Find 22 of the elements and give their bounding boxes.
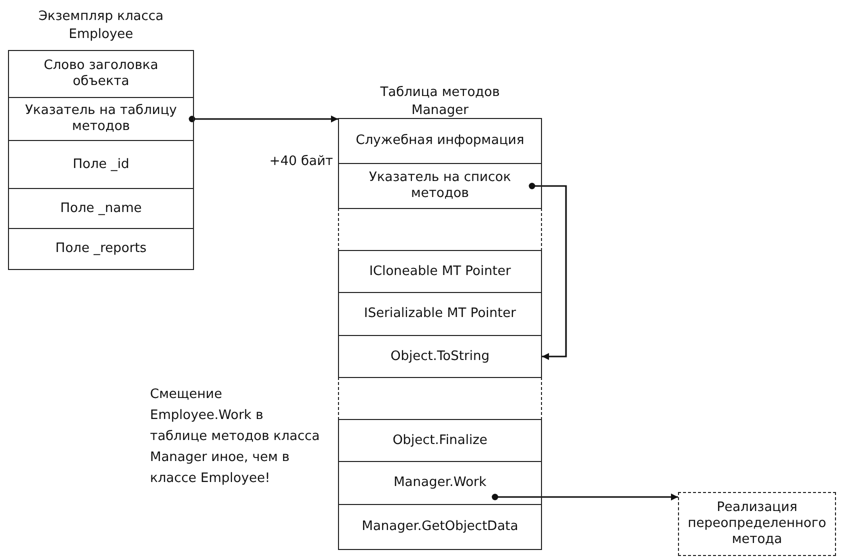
arrow [188, 116, 338, 122]
memory-slot: Указатель на таблицу методов [8, 97, 194, 141]
memory-slot: Object.Finalize [338, 419, 542, 462]
table-title: Таблица методов Manager [379, 84, 501, 120]
memory-slot: ICloneable MT Pointer [338, 250, 542, 293]
arrow [528, 182, 567, 360]
empty-slot [338, 377, 542, 420]
memory-slot: Manager.GetObjectData [338, 504, 542, 550]
memory-slot: Manager.Work [338, 461, 542, 505]
memory-slot: Object.ToString [338, 335, 542, 378]
note-text: Смещение Employee.Work в таблице методов класса Manager иное, чем в классе Employee! [150, 386, 320, 488]
arrow [492, 494, 678, 500]
method-implementation-box: Реализация переопределенного метода [678, 492, 836, 556]
memory-slot: Слово заголовка объекта [8, 50, 194, 98]
memory-slot: Поле _name [8, 188, 194, 229]
memory-slot: Поле _reports [8, 228, 194, 270]
memory-slot: Служебная информация [338, 118, 542, 164]
table-title: Экземпляр класса Employee [37, 8, 165, 44]
offset-label: +40 байт [269, 154, 333, 170]
memory-slot: Поле _id [8, 140, 194, 189]
empty-slot [338, 208, 542, 251]
memory-slot: ISerializable MT Pointer [338, 292, 542, 336]
